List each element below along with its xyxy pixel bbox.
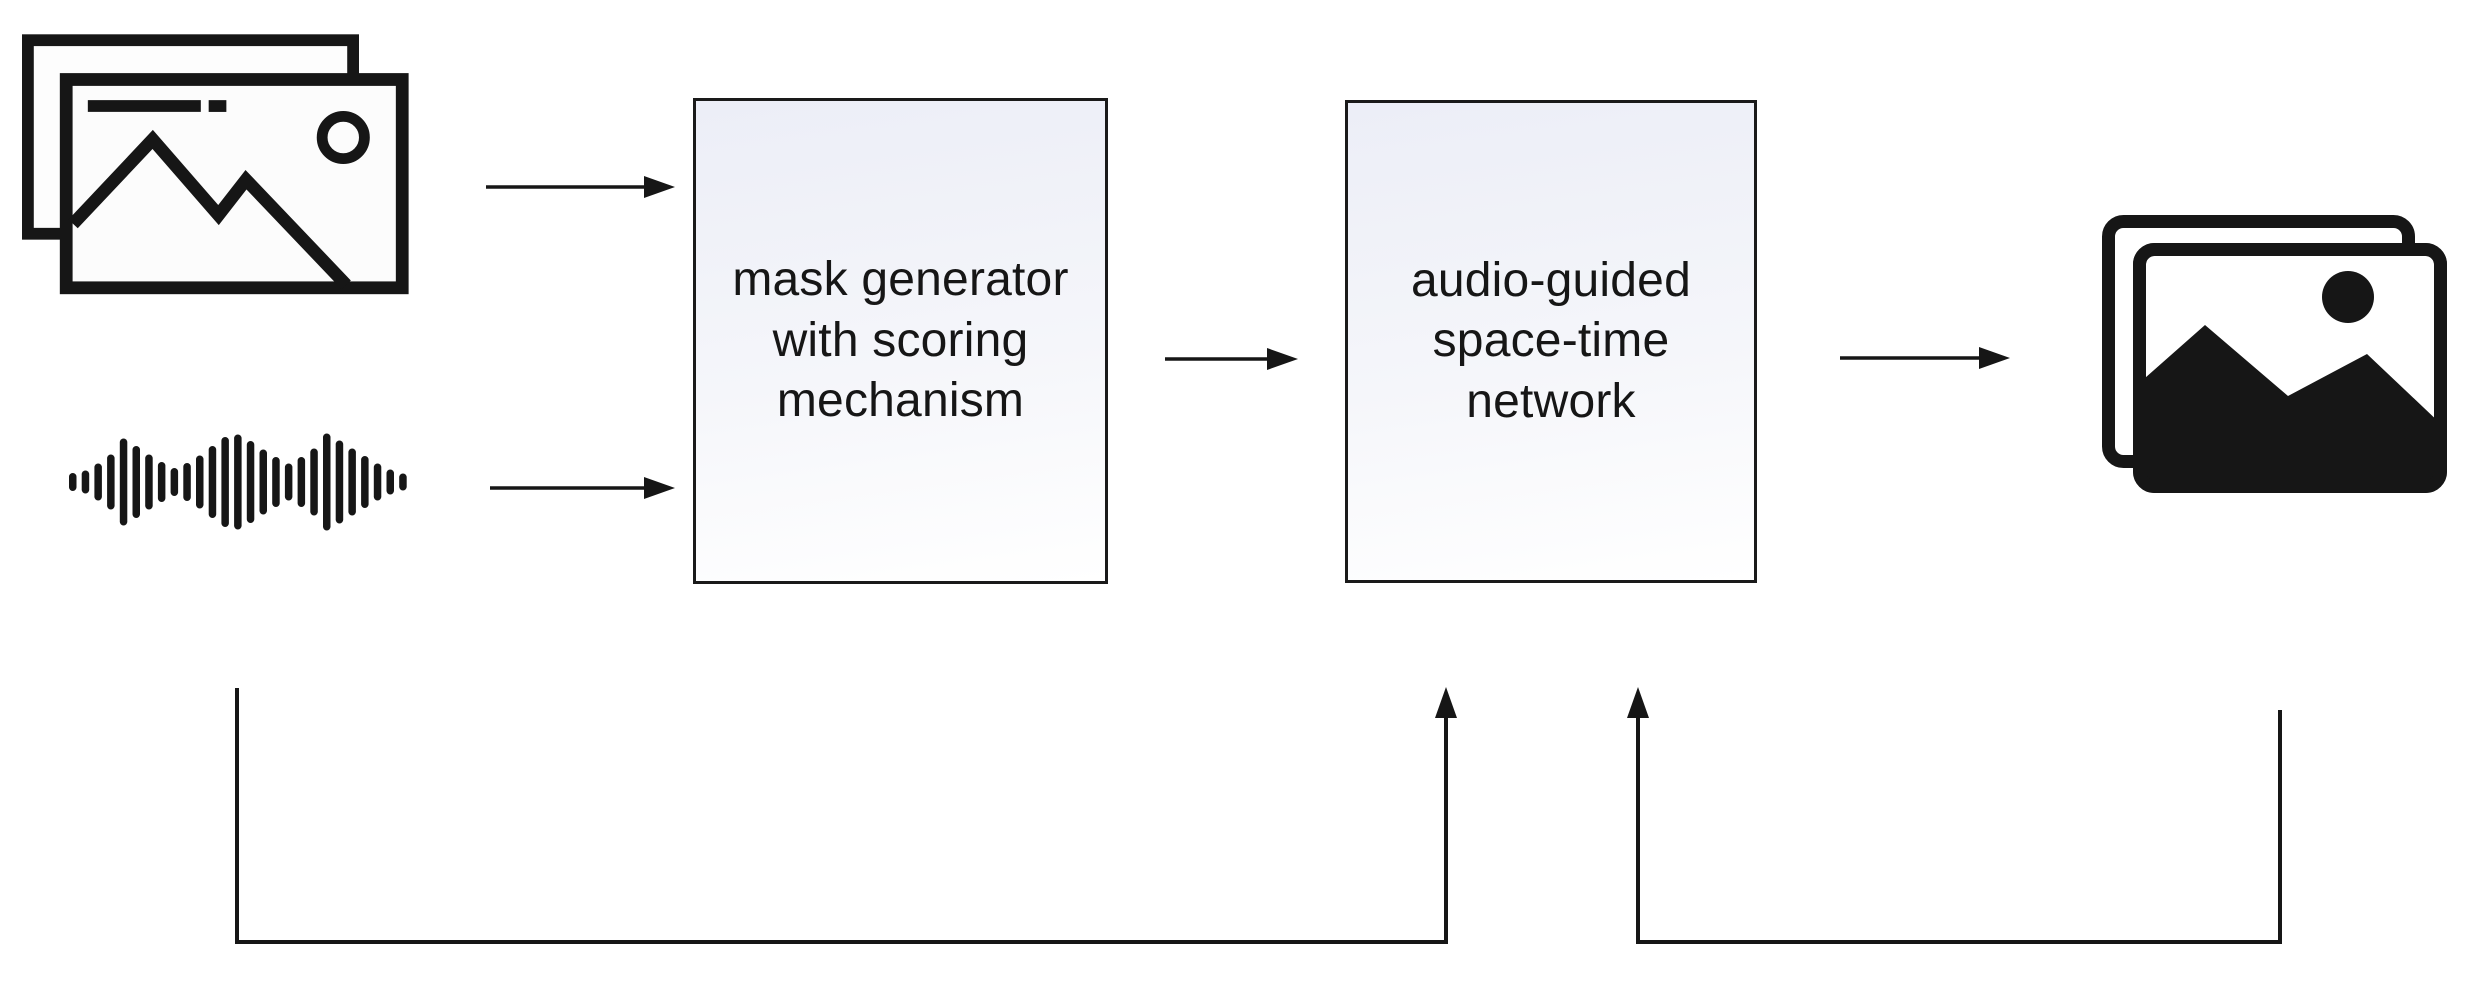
node-mask-generator-label: mask generator with scoring mechanism [732,253,1069,428]
audio-waveform-icon [65,425,410,560]
node-space-time-network-label: audio-guided space-time network [1411,253,1691,428]
sun-ring [316,110,370,164]
front-photo-frame-border [2133,243,2447,493]
skip-connection-inputs-to-network [235,687,1457,944]
node-mask-generator: mask generator with scoring mechanism [693,98,1108,584]
stacked-photos-filled-icon [2098,208,2450,498]
node-space-time-network: audio-guided space-time network [1345,100,1757,583]
feedback-output-to-network [1627,687,2282,944]
mountains-filled [2139,325,2441,487]
caption-dot [208,100,227,112]
stacked-photos-outline-icon [22,30,415,298]
mountains-outline [68,129,351,290]
sun-dot [2322,271,2374,323]
